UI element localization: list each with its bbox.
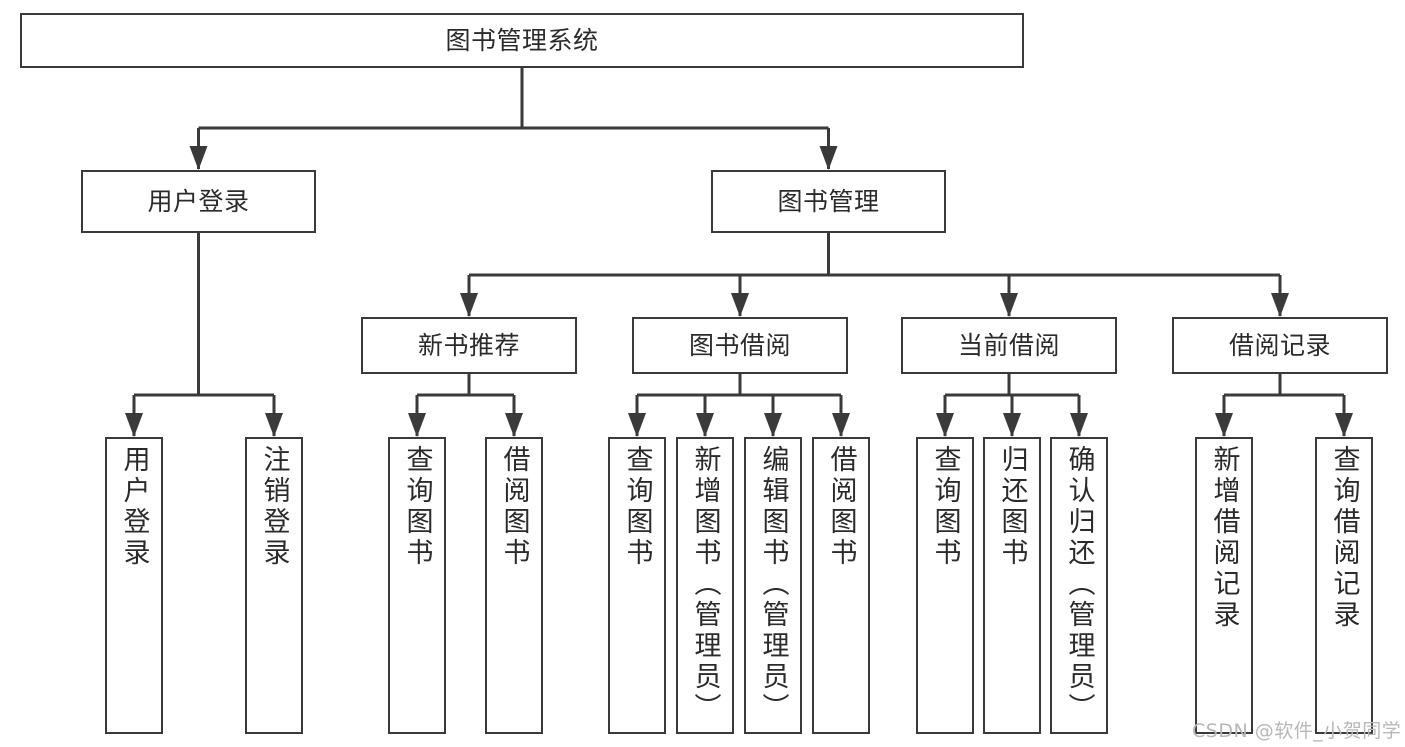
watermark: CSDN @软件_小贺同学 <box>1192 720 1402 742</box>
node-leaf-6[interactable]: 新增图书（管理员） <box>676 437 734 734</box>
node-label: 用户登录 <box>118 445 150 569</box>
node-label: 查询图书 <box>401 445 433 569</box>
node-label: 确认归还（管理员） <box>1063 445 1095 724</box>
node-leaf-7[interactable]: 编辑图书（管理员） <box>744 437 802 734</box>
node-new-book-rec[interactable]: 新书推荐 <box>361 317 577 374</box>
node-label: 借阅图书 <box>498 445 530 569</box>
node-label: 查询借阅记录 <box>1328 445 1360 631</box>
node-label: 注销登录 <box>258 445 290 569</box>
node-label: 查询图书 <box>621 445 653 569</box>
node-label: 新书推荐 <box>417 330 520 360</box>
node-book-borrow[interactable]: 图书借阅 <box>632 317 848 374</box>
node-label: 借阅记录 <box>1228 330 1331 360</box>
node-label: 借阅图书 <box>825 445 857 569</box>
node-label: 归还图书 <box>996 445 1028 569</box>
node-leaf-10[interactable]: 归还图书 <box>983 437 1041 734</box>
node-leaf-4[interactable]: 借阅图书 <box>485 437 543 734</box>
node-user-login[interactable]: 用户登录 <box>81 170 316 233</box>
node-label: 用户登录 <box>147 186 250 216</box>
node-leaf-1[interactable]: 用户登录 <box>105 437 163 734</box>
node-label: 新增图书（管理员） <box>689 445 721 724</box>
node-leaf-8[interactable]: 借阅图书 <box>812 437 870 734</box>
node-leaf-3[interactable]: 查询图书 <box>388 437 446 734</box>
node-book-manage[interactable]: 图书管理 <box>711 170 946 233</box>
node-current-borrow[interactable]: 当前借阅 <box>901 317 1117 374</box>
node-label: 新增借阅记录 <box>1208 445 1240 631</box>
node-label: 当前借阅 <box>957 330 1060 360</box>
node-root[interactable]: 图书管理系统 <box>20 13 1024 68</box>
node-leaf-5[interactable]: 查询图书 <box>608 437 666 734</box>
node-label: 查询图书 <box>929 445 961 569</box>
node-leaf-9[interactable]: 查询图书 <box>916 437 974 734</box>
node-borrow-record[interactable]: 借阅记录 <box>1172 317 1388 374</box>
node-label: 图书借阅 <box>688 330 791 360</box>
node-label: 图书管理 <box>777 186 880 216</box>
node-label: 编辑图书（管理员） <box>757 445 789 724</box>
node-leaf-11[interactable]: 确认归还（管理员） <box>1050 437 1108 734</box>
node-leaf-13[interactable]: 查询借阅记录 <box>1315 437 1373 734</box>
node-label: 图书管理系统 <box>445 25 599 55</box>
node-leaf-12[interactable]: 新增借阅记录 <box>1195 437 1253 734</box>
node-leaf-2[interactable]: 注销登录 <box>245 437 303 734</box>
